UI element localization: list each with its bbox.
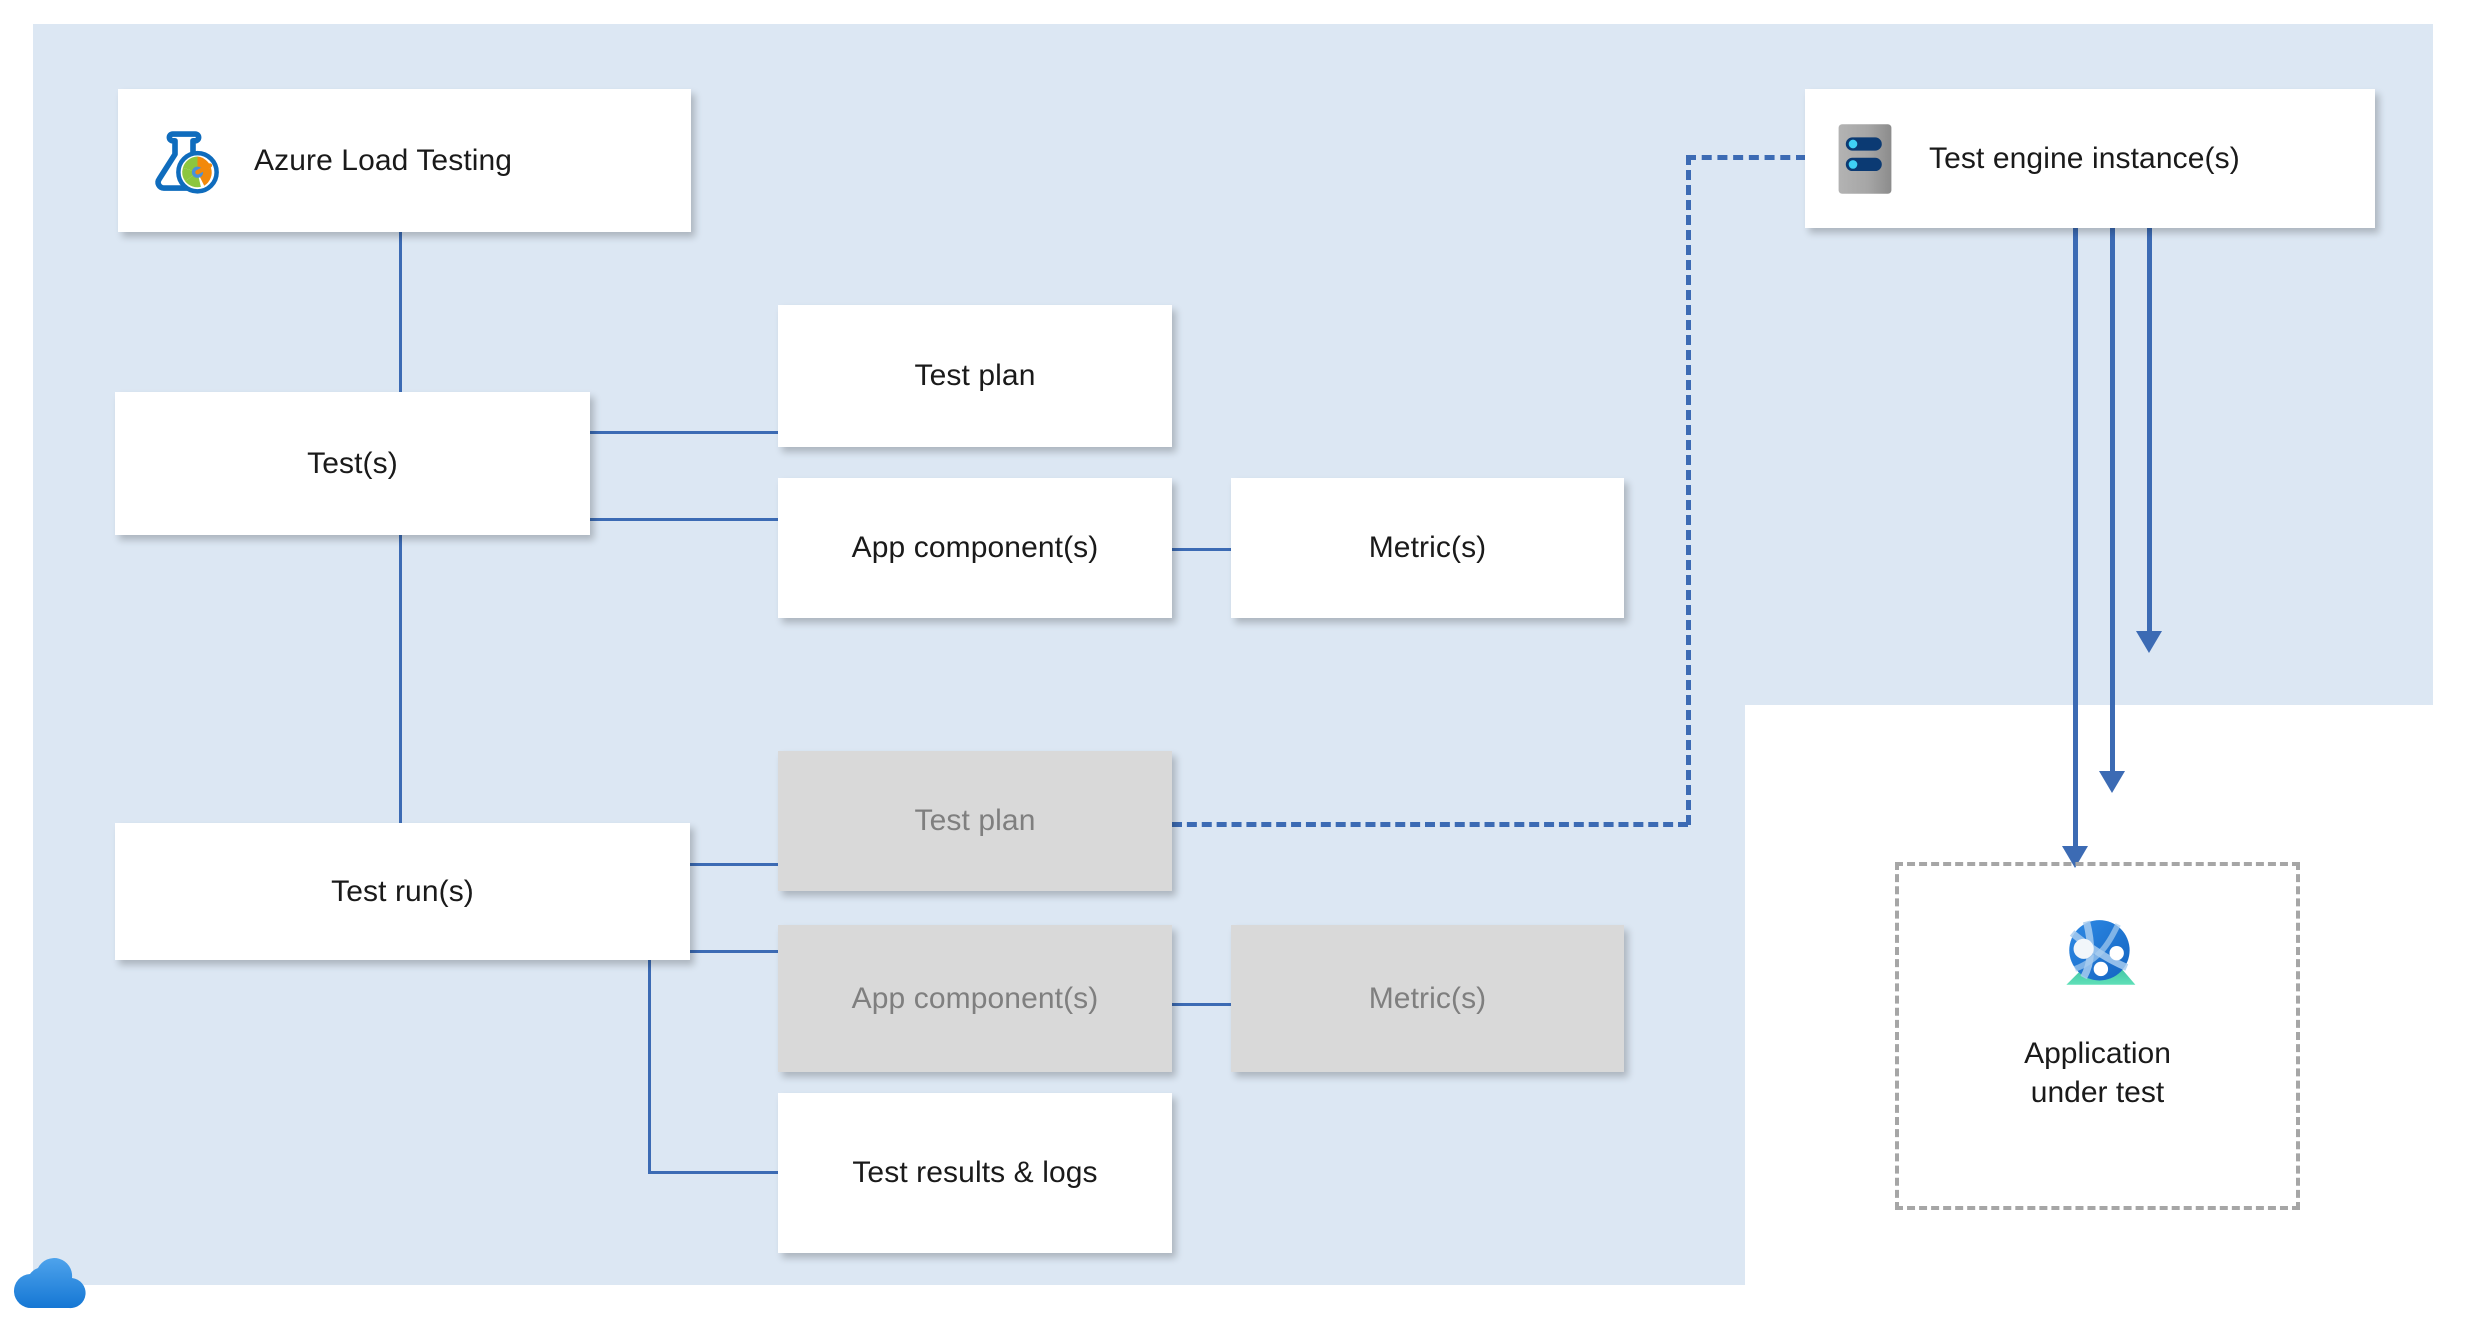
flask-gauge-icon xyxy=(148,125,220,197)
node-label-test-runs: Test run(s) xyxy=(331,874,474,908)
node-label-metrics-bottom: Metric(s) xyxy=(1368,981,1487,1015)
node-label-app-components-top: App component(s) xyxy=(851,531,1099,564)
node-test-plan-bottom[interactable]: Test plan xyxy=(778,751,1172,891)
server-instance-icon xyxy=(1835,123,1895,195)
engine-arrow-line-1 xyxy=(2073,228,2078,853)
node-label-application-under-test: Application under test xyxy=(2024,1034,2171,1112)
node-label-tests: Test(s) xyxy=(307,446,398,480)
node-label-app-components-bottom: App component(s) xyxy=(851,981,1099,1015)
connector-test-runs-down xyxy=(648,960,651,1174)
node-test-plan-top[interactable]: Test plan xyxy=(778,305,1172,447)
node-app-components-bottom[interactable]: App component(s) xyxy=(778,925,1172,1072)
connector-test-runs-to-test-plan xyxy=(690,863,780,866)
connector-dashed-vertical xyxy=(1686,155,1691,825)
engine-arrow-head-2 xyxy=(2099,771,2125,793)
node-tests[interactable]: Test(s) xyxy=(115,392,590,535)
node-label-test-engine-instances: Test engine instance(s) xyxy=(1929,141,2240,175)
connector-tests-to-test-plan xyxy=(590,431,780,434)
node-label-test-plan-bottom: Test plan xyxy=(914,804,1036,837)
node-app-components-top[interactable]: App component(s) xyxy=(778,478,1172,618)
node-metrics-top[interactable]: Metric(s) xyxy=(1231,478,1624,618)
connector-dashed-horizontal xyxy=(1172,822,1688,827)
aut-label-line1: Application xyxy=(2024,1037,2171,1070)
node-label-test-results-logs: Test results & logs xyxy=(852,1156,1098,1189)
cloud-icon xyxy=(8,1250,100,1327)
node-label-metrics-top: Metric(s) xyxy=(1368,531,1487,564)
node-test-engine-instances[interactable]: Test engine instance(s) xyxy=(1805,89,2375,228)
globe-network-icon xyxy=(2052,910,2144,1002)
connector-alt-to-tests xyxy=(399,232,402,392)
engine-arrow-head-3 xyxy=(2136,631,2162,653)
node-test-runs[interactable]: Test run(s) xyxy=(115,823,690,960)
connector-app-components-to-metrics xyxy=(1172,548,1232,551)
node-application-under-test[interactable]: Application under test xyxy=(1895,862,2300,1210)
connector-alt-to-test-runs xyxy=(399,535,402,823)
node-metrics-bottom[interactable]: Metric(s) xyxy=(1231,925,1624,1072)
connector-test-runs-to-app-components xyxy=(690,950,780,953)
engine-arrow-line-3 xyxy=(2147,228,2152,638)
node-label-test-plan-top: Test plan xyxy=(914,359,1036,392)
connector-tests-to-app-components xyxy=(590,518,780,521)
connector-dashed-to-engine xyxy=(1686,155,1806,160)
aut-label-line2: under test xyxy=(2030,1076,2165,1109)
node-label-azure-load-testing: Azure Load Testing xyxy=(254,143,513,177)
engine-arrow-line-2 xyxy=(2110,228,2115,778)
node-azure-load-testing[interactable]: Azure Load Testing xyxy=(118,89,691,232)
connector-app-components-to-metrics-dim xyxy=(1172,1003,1232,1006)
connector-to-test-results-logs xyxy=(648,1171,782,1174)
node-test-results-logs[interactable]: Test results & logs xyxy=(778,1093,1172,1253)
